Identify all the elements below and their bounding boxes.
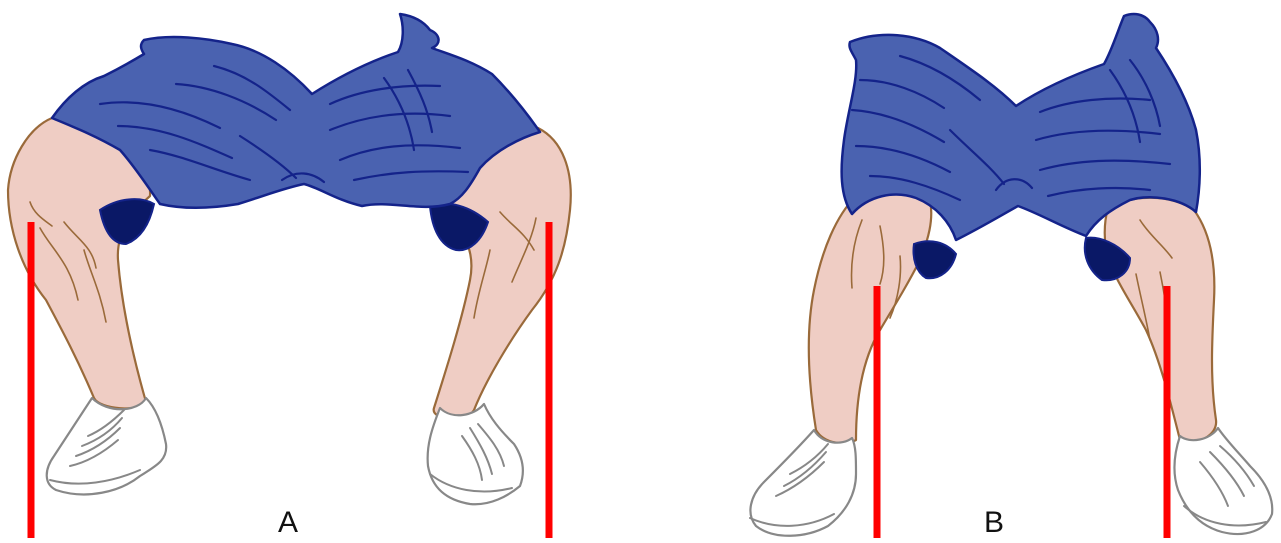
panel-a-label: A: [278, 508, 298, 538]
panel-b-left-lining: [914, 241, 957, 278]
panel-a-left-shoe: [47, 398, 166, 494]
panel-b-right-shoe: [1174, 428, 1272, 534]
panel-b-left-leg: [809, 191, 931, 443]
panel-b: [750, 14, 1272, 538]
panel-a: [8, 14, 571, 538]
panel-a-right-shoe: [428, 404, 523, 504]
panel-b-right-leg: [1105, 198, 1216, 442]
panel-b-left-shoe: [750, 430, 856, 536]
panel-b-label: B: [984, 508, 1004, 538]
